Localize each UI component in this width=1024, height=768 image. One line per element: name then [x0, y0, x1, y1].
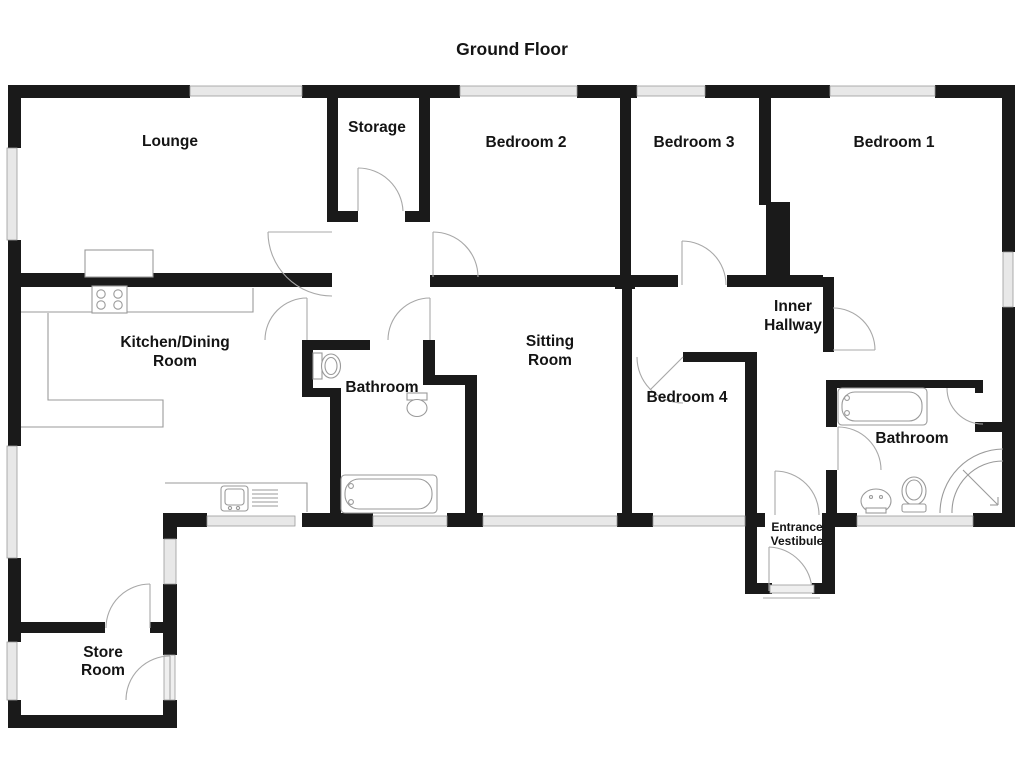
- toilet-right-fixture: [901, 476, 927, 513]
- kitchen-sink-fixture: [220, 485, 278, 512]
- room-labels: Lounge Storage Bedroom 2 Bedroom 3 Bedro…: [81, 119, 949, 679]
- window-bedroom3-top: [636, 85, 706, 97]
- wall-toilet-nook: [302, 340, 313, 397]
- shower-fixture: [939, 448, 1004, 514]
- wall-hallway-top: [727, 275, 823, 287]
- label-lounge: Lounge: [142, 133, 198, 150]
- wall-sitting-east: [622, 287, 632, 513]
- window-bedroom1-right: [1002, 251, 1014, 308]
- wall-hallway-west: [745, 352, 757, 513]
- exterior-walls: [8, 85, 1015, 728]
- door-store-back: [125, 654, 176, 701]
- wall-bathmid-top: [302, 340, 370, 350]
- label-hallway-line2: Hallway: [764, 317, 822, 334]
- window-bedroom4-bottom: [652, 515, 746, 527]
- window-bedroom2-top: [459, 85, 578, 97]
- door-vestibule-outer: [763, 546, 820, 599]
- door-bedroom1: [832, 307, 876, 351]
- wall-bathright-top: [828, 380, 983, 388]
- kitchen-counter-left: [21, 313, 164, 428]
- door-storage: [357, 167, 404, 212]
- label-storage: Storage: [348, 119, 406, 136]
- label-bathroom-right: Bathroom: [875, 430, 948, 447]
- window-store-left: [6, 641, 18, 701]
- label-kitchen-line2: Room: [153, 353, 197, 370]
- label-bedroom1: Bedroom 1: [854, 134, 935, 151]
- kitchen-counter-top: [21, 288, 254, 313]
- doors: [105, 167, 984, 701]
- wall-bedroom4-top: [683, 352, 757, 362]
- window-lounge-left: [6, 147, 18, 241]
- label-bathroom-middle: Bathroom: [345, 379, 418, 396]
- label-store-line1: Store: [83, 644, 123, 661]
- wall-bathmid-east-upper: [423, 340, 435, 385]
- sink-right-fixture: [860, 488, 892, 514]
- door-bathroom-middle: [387, 297, 431, 341]
- label-bedroom2: Bedroom 2: [486, 134, 567, 151]
- label-bedroom3: Bedroom 3: [654, 134, 735, 151]
- window-lounge-top: [189, 85, 303, 97]
- door-vestibule-inner: [774, 470, 820, 516]
- wall-bathright-west-lower: [826, 470, 837, 513]
- label-hallway-line1: Inner: [774, 298, 812, 315]
- wall-bathright-west-upper: [826, 380, 837, 427]
- wall-bedroom2-3: [620, 95, 631, 275]
- label-kitchen-line1: Kitchen/Dining: [120, 334, 229, 351]
- kitchen-counter-bottom: [165, 482, 308, 512]
- door-lounge: [267, 231, 333, 297]
- window-wing-right: [163, 538, 177, 585]
- page-title: Ground Floor: [456, 39, 568, 59]
- wall-bathmid-east-lower: [465, 377, 477, 513]
- toilet-middle-fixture: [312, 352, 342, 380]
- wall-hallway-east: [823, 277, 834, 352]
- label-vestibule-line1: Entrance: [771, 520, 823, 534]
- label-vestibule-line2: Vestibule: [771, 534, 824, 548]
- wall-bedroom3-1: [759, 95, 771, 205]
- fireplace-fixture: [84, 249, 154, 278]
- label-sitting-line1: Sitting: [526, 333, 574, 350]
- label-bedroom4: Bedroom 4: [647, 389, 728, 406]
- door-store-room: [105, 583, 151, 629]
- door-bathroom-right-hall: [837, 426, 882, 471]
- interior-walls: [18, 95, 1003, 513]
- window-kitchen-left: [6, 445, 18, 559]
- sink-middle-fixture: [406, 392, 428, 418]
- bathtub-right-fixture: [837, 387, 928, 426]
- hob-fixture: [91, 285, 128, 314]
- wall-storage-left: [327, 98, 338, 215]
- label-sitting-line2: Room: [528, 352, 572, 369]
- wall-bathmid-west: [330, 388, 341, 513]
- bathtub-middle-fixture: [340, 474, 438, 514]
- wall-sitting-top: [430, 275, 678, 287]
- fixtures: [21, 249, 1004, 514]
- door-bedroom4: [636, 356, 684, 404]
- chimney-breast: [766, 202, 790, 278]
- door-kitchen: [264, 297, 308, 341]
- door-bedroom2: [432, 231, 479, 278]
- label-store-line2: Room: [81, 662, 125, 679]
- window-kitchen-bottom: [206, 515, 296, 527]
- door-bathroom-right-bedroom1: [946, 387, 984, 425]
- door-bedroom3: [681, 240, 727, 286]
- window-sitting-bottom: [482, 515, 618, 527]
- window-bathroom-right-bottom: [856, 515, 974, 527]
- wall-storage-right: [419, 98, 430, 215]
- window-bedroom1-top: [829, 85, 936, 97]
- window-bathroom-mid-bottom: [372, 515, 448, 527]
- windows: [6, 85, 1014, 701]
